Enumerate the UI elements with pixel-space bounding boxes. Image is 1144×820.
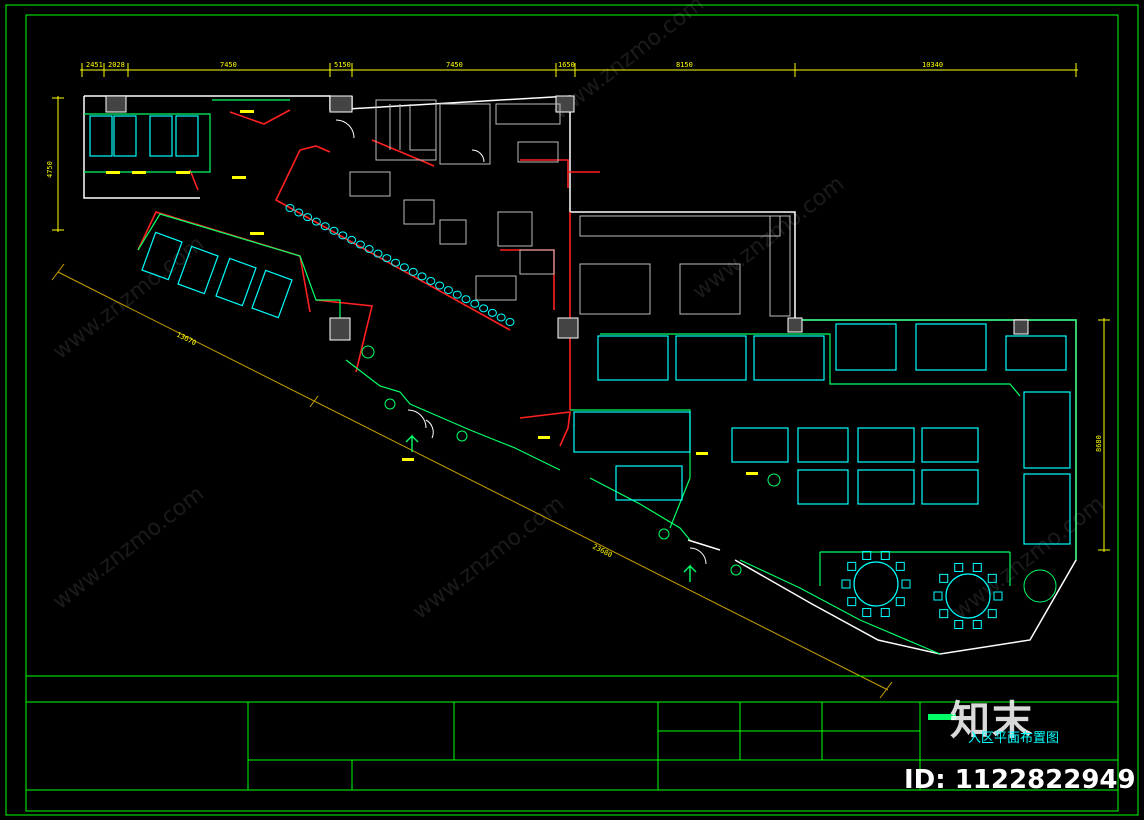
doors	[335, 119, 707, 565]
counter-stool	[347, 235, 357, 244]
counter-stool	[329, 226, 339, 235]
round-table-chair	[954, 562, 964, 572]
round-table-chair	[972, 562, 982, 572]
counter-stool	[364, 245, 374, 254]
partition-walls	[137, 109, 600, 447]
counter-stool	[408, 267, 418, 276]
round-table-chair	[939, 609, 949, 619]
dim-top-5: 7450	[446, 61, 463, 69]
counter-stool	[338, 231, 348, 240]
round-table-chair	[972, 620, 982, 630]
counter-stool	[355, 240, 365, 249]
counter-stool	[373, 249, 383, 258]
counter-stool	[294, 208, 304, 217]
dim-top-6: 1650	[558, 61, 575, 69]
counter-stool	[479, 304, 489, 313]
watermark-site: www.znzmo.com	[48, 231, 209, 364]
round-table-chair	[901, 579, 911, 589]
round-table-chair	[939, 573, 949, 583]
entrance-arrows	[405, 434, 697, 582]
dining-furniture	[89, 115, 1071, 619]
top-dimension-chain	[80, 63, 1078, 77]
counter-stool	[461, 295, 471, 304]
watermark-id: ID: 1122822949	[904, 765, 1136, 795]
brand-logo: 知末	[950, 698, 1034, 744]
round-table-chair	[847, 561, 857, 571]
counter-stool	[320, 222, 330, 231]
dim-diag-upper: 13670	[175, 331, 197, 348]
watermark-site: www.znzmo.com	[688, 171, 849, 304]
building-walls	[83, 95, 1077, 655]
drawing-title: 入区平面布置图	[968, 731, 1060, 746]
diagonal-dimension	[51, 263, 893, 699]
round-table-chair	[993, 591, 1003, 601]
booth-outlines	[84, 99, 1077, 655]
round-table-chair	[895, 597, 905, 607]
counter-stool	[391, 258, 401, 267]
watermark-site: www.znzmo.com	[408, 491, 569, 624]
dim-top-8: 10340	[922, 61, 943, 69]
round-table-chairs	[841, 550, 1003, 630]
counter-stools	[285, 204, 515, 326]
counter-stool	[311, 217, 321, 226]
counter-stool	[505, 318, 515, 326]
counter-stool	[435, 281, 445, 290]
round-table-chair	[954, 620, 964, 630]
round-table-chair	[862, 608, 872, 618]
watermark-site: www.znzmo.com	[948, 491, 1109, 624]
dim-top-7: 8150	[676, 61, 693, 69]
counter-stool	[452, 290, 462, 299]
structural-columns	[105, 95, 1029, 341]
round-table-chair	[841, 579, 851, 589]
dim-left: 4750	[46, 161, 54, 178]
round-table-chair	[987, 573, 997, 583]
round-table-chair	[933, 591, 943, 601]
watermark-layer: www.znzmo.com www.znzmo.com www.znzmo.co…	[48, 0, 1109, 625]
kitchen-equipment	[349, 99, 791, 317]
counter-stool	[382, 254, 392, 263]
round-table-chair	[847, 597, 857, 607]
title-marker	[928, 714, 956, 720]
counter-stool	[303, 213, 313, 222]
dim-top-2: 2028	[108, 61, 125, 69]
counter-stool	[443, 286, 453, 295]
room-tags	[106, 110, 758, 475]
counter-stool	[470, 299, 480, 308]
counter-stool	[417, 272, 427, 281]
dim-top-4: 5150	[334, 61, 351, 69]
outer-frame	[5, 4, 1139, 816]
plants	[361, 345, 1057, 603]
counter-stool	[487, 308, 497, 317]
round-table-chair	[862, 550, 872, 560]
dim-top-1: 2451	[86, 61, 103, 69]
watermark-site: www.znzmo.com	[48, 481, 209, 614]
counter-stool	[285, 204, 295, 212]
counter-stool	[426, 276, 436, 285]
dim-right: 8680	[1095, 435, 1103, 452]
round-table-chair	[987, 609, 997, 619]
dim-diag-lower: 23680	[591, 543, 613, 560]
counter-stool	[399, 263, 409, 272]
title-block	[25, 675, 1119, 812]
round-table-chair	[895, 561, 905, 571]
left-dimension	[52, 96, 64, 232]
round-table-chair	[880, 550, 890, 560]
dim-top-3: 7450	[220, 61, 237, 69]
counter-stool	[496, 313, 506, 322]
right-dimension	[1098, 318, 1110, 552]
round-table-chair	[880, 608, 890, 618]
